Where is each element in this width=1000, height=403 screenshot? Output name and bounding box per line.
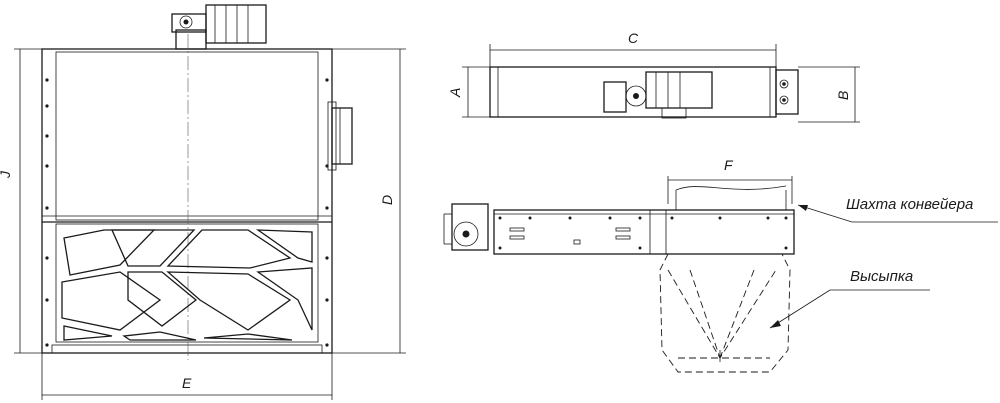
side-view-body [493, 209, 795, 255]
label-conveyor-shaft: Шахта конвейера [846, 196, 973, 213]
motor-drive [171, 4, 267, 50]
dim-label-f: F [724, 157, 734, 173]
plan-view: C A B [447, 30, 860, 123]
dim-label-e: E [182, 375, 192, 391]
dim-label-a: A [447, 88, 463, 98]
dim-label-b: B [835, 91, 851, 100]
discharge-chute [659, 253, 791, 373]
dim-label-j: J [0, 170, 13, 179]
front-view-dimensions [14, 48, 406, 400]
plan-view-motor [603, 71, 713, 119]
lattice-panel [55, 223, 319, 343]
conveyor-shaft [666, 176, 794, 211]
plan-view-body [489, 66, 777, 118]
front-view-upper-panel [55, 51, 319, 221]
annotation-leaders [769, 204, 998, 329]
label-discharge: Высыпка [850, 268, 913, 285]
side-view-bolts [498, 216, 788, 250]
front-view-bolts [45, 78, 329, 347]
dim-label-c: C [628, 30, 639, 46]
side-view: F Шахта конвейера Высыпка [443, 157, 998, 373]
front-view: J D E [0, 4, 406, 400]
dim-label-d: D [379, 195, 395, 205]
side-inlet [327, 101, 353, 171]
side-view-drive [443, 203, 489, 251]
